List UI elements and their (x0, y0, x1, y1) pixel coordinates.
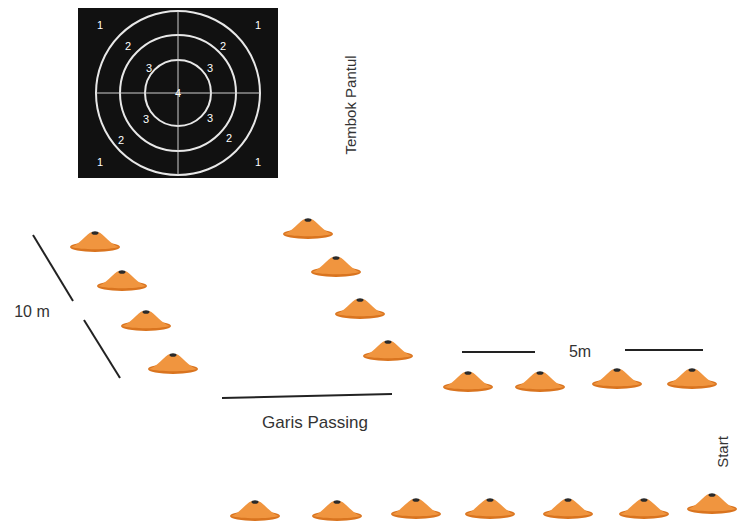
score-number: 3 (207, 113, 213, 124)
cone (592, 368, 642, 389)
cone-body (312, 257, 360, 274)
score-number: 3 (207, 63, 213, 74)
cone-tip (641, 498, 648, 502)
cone-tip (565, 498, 572, 502)
score-number: 2 (118, 135, 124, 146)
cone-tip (143, 310, 150, 314)
cone-group (70, 218, 737, 521)
score-number: 2 (226, 133, 232, 144)
cone (391, 498, 441, 519)
cone-tip (385, 340, 392, 344)
score-number: 1 (255, 20, 261, 31)
cone (230, 500, 280, 521)
cone-body (516, 372, 564, 389)
cone-tip (357, 298, 364, 302)
score-number: 3 (143, 114, 149, 125)
cone-tip (170, 353, 177, 357)
score-number: 4 (175, 88, 181, 99)
cone-body (620, 499, 668, 516)
dimension-line (84, 320, 120, 378)
line-label: Garis Passing (262, 414, 368, 431)
cone-body (98, 271, 146, 288)
cone-body (593, 369, 641, 386)
cone-tip (119, 270, 126, 274)
passing-line (222, 394, 392, 398)
cone-tip (413, 498, 420, 502)
cone-body (313, 501, 361, 518)
cone-body (668, 369, 716, 386)
cone-body (336, 299, 384, 316)
cone (70, 231, 120, 252)
cone (687, 493, 737, 514)
dimension-label: 5m (569, 344, 591, 360)
cone-body (231, 501, 279, 518)
cone-tip (305, 218, 312, 222)
start-label: Start (715, 436, 730, 468)
cone (543, 498, 593, 519)
dimension-line (462, 351, 535, 353)
cone (363, 340, 413, 361)
cone-body (392, 499, 440, 516)
wall-label: Tembok Pantul (343, 55, 358, 154)
cone-tip (709, 493, 716, 497)
cone (148, 353, 198, 374)
cone-body (284, 219, 332, 236)
cone-tip (92, 231, 99, 235)
cone-tip (537, 371, 544, 375)
cone-body (466, 499, 514, 516)
cone (312, 500, 362, 521)
score-number: 3 (146, 63, 152, 74)
cone (121, 310, 171, 331)
cone-body (688, 494, 736, 511)
cone (465, 498, 515, 519)
cone-tip (487, 498, 494, 502)
cone-body (364, 341, 412, 358)
cone-tip (614, 368, 621, 372)
cone-body (122, 311, 170, 328)
cone-tip (252, 500, 259, 504)
score-number: 1 (97, 157, 103, 168)
cone (515, 371, 565, 392)
cone (619, 498, 669, 519)
target-board (78, 8, 278, 178)
cone-body (71, 232, 119, 249)
cone (443, 371, 493, 392)
target-ring (96, 11, 260, 175)
dimension-line (625, 349, 703, 351)
cone-body (149, 354, 197, 371)
score-number: 2 (125, 41, 131, 52)
cone-tip (465, 371, 472, 375)
cone-tip (333, 256, 340, 260)
dimension-label: 10 m (14, 304, 50, 320)
cone (97, 270, 147, 291)
cone (335, 298, 385, 319)
target-background (78, 8, 278, 178)
cone-tip (689, 368, 696, 372)
score-number: 2 (220, 41, 226, 52)
dimension-line (33, 235, 73, 301)
score-number: 1 (255, 157, 261, 168)
cone (283, 218, 333, 239)
cone-body (544, 499, 592, 516)
cone-body (444, 372, 492, 389)
score-number: 1 (97, 20, 103, 31)
cone (667, 368, 717, 389)
cone-tip (334, 500, 341, 504)
cone (311, 256, 361, 277)
